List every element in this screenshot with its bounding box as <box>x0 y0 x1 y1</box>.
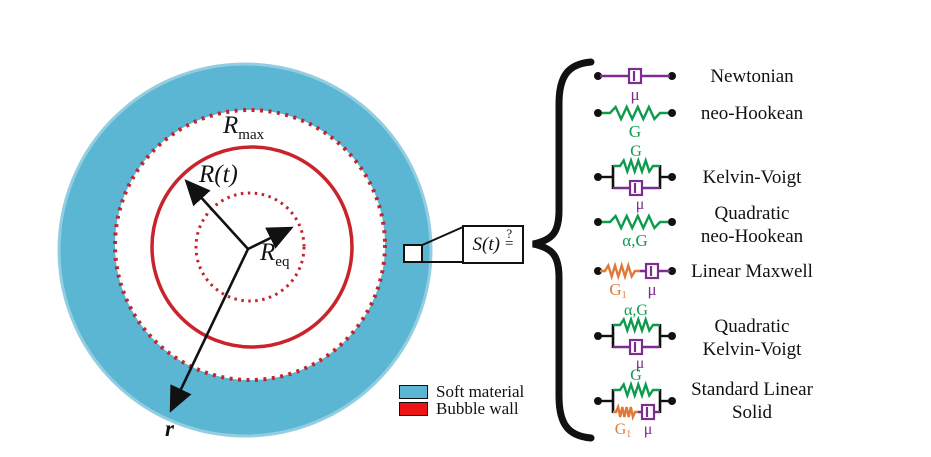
svg-text:μ: μ <box>644 421 653 438</box>
svg-text:μ: μ <box>630 85 639 104</box>
svg-text:G: G <box>630 143 642 160</box>
question-equals: ? = <box>504 226 514 252</box>
legend-swatch-soft-material <box>399 384 428 399</box>
callout-mini-box <box>403 244 423 263</box>
rt-label: R(t) <box>199 161 238 188</box>
legend-label-bubble-wall: Bubble wall <box>436 399 519 418</box>
svg-text:G: G <box>629 122 641 141</box>
models-brace <box>532 58 595 442</box>
legend-item-soft-material: Soft material <box>399 382 525 401</box>
spring-icon: G <box>594 104 676 141</box>
model-name-linear-maxwell: Linear Maxwell <box>691 260 813 282</box>
req-dotted-circle <box>194 191 306 303</box>
svg-text:G1: G1 <box>609 280 626 299</box>
maxwell-icon: G1 μ <box>594 261 676 299</box>
rmax-label: Rmax <box>223 112 265 143</box>
svg-text:μ: μ <box>636 355 645 372</box>
model-name-kelvin-voigt: Kelvin-Voigt <box>702 166 802 188</box>
arrow-r-of-t <box>184 179 249 250</box>
callout-line-top <box>419 226 464 247</box>
svg-text:α,G: α,G <box>624 302 648 319</box>
dashpot-icon: μ <box>594 67 676 104</box>
legend-swatch-bubble-wall <box>399 401 428 416</box>
kelvin-voigt-icon: α,G μ <box>594 302 676 372</box>
sls-icon: G G1 μ <box>594 367 676 440</box>
s-of-t-label: S(t) <box>472 233 500 255</box>
model-name-neo-hookean: neo-Hookean <box>700 102 804 124</box>
kelvin-voigt-icon: Gμ <box>594 143 676 213</box>
legend-label-soft-material: Soft material <box>436 382 525 401</box>
svg-text:G: G <box>630 367 642 384</box>
svg-text:μ: μ <box>636 196 645 213</box>
arrow-r <box>169 248 250 413</box>
spring-icon: α,G <box>594 213 676 250</box>
legend-item-bubble-wall: Bubble wall <box>399 399 519 418</box>
r-label: r <box>165 416 174 441</box>
arrow-r-eq <box>247 226 294 251</box>
req-label: Req <box>260 239 290 270</box>
svg-text:G1: G1 <box>615 421 632 440</box>
callout-box: S(t) ? = <box>462 225 524 264</box>
model-name-newtonian: Newtonian <box>710 65 794 87</box>
svg-text:α,G: α,G <box>622 231 647 250</box>
svg-text:μ: μ <box>647 280 656 299</box>
